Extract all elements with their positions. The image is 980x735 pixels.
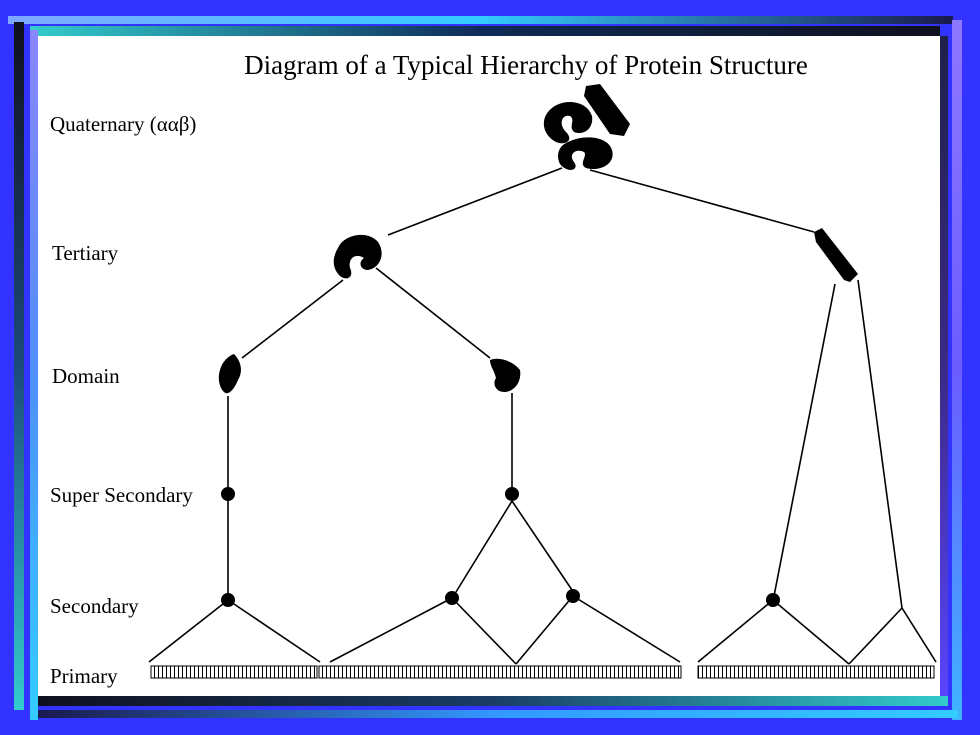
edge-secondary-primary-2b: [451, 597, 517, 665]
edge-secondary-primary-4a: [697, 599, 774, 663]
edge-tertiary-turn-right: [857, 279, 903, 609]
frame-bar-bottom-outer: [38, 710, 958, 718]
secondary-node-3: [566, 589, 580, 603]
label-primary: Primary: [50, 664, 118, 688]
frame-bar-top-inner: [30, 26, 940, 36]
label-quaternary: Quaternary (ααβ): [50, 112, 196, 136]
hierarchy-diagram: Diagram of a Typical Hierarchy of Protei…: [50, 50, 937, 688]
edge-secondary-primary-5a: [848, 607, 903, 665]
hierarchy-edges: [148, 167, 937, 665]
edge-supersecondary-secondary-mid: [455, 500, 513, 593]
edge-quaternary-tertiary-left: [387, 167, 563, 236]
label-secondary: Secondary: [50, 594, 139, 618]
frame-bar-left-outer: [14, 22, 24, 710]
frame-bar-bottom-inner: [38, 696, 948, 706]
primary-chain-1: [150, 665, 318, 679]
super-secondary-node-right: [505, 487, 519, 501]
edge-secondary-primary-1a: [148, 599, 229, 663]
frame-bar-left-inner: [30, 30, 38, 720]
primary-chain-2: [318, 665, 682, 679]
edge-supersecondary-secondary-right: [511, 500, 573, 591]
domain-structure-left-icon: [218, 354, 241, 394]
diagram-title: Diagram of a Typical Hierarchy of Protei…: [244, 50, 808, 80]
tertiary-structure-left-icon: [333, 234, 382, 279]
edge-secondary-primary-3b: [572, 595, 681, 663]
frame-bar-right-inner: [940, 36, 948, 706]
edge-tertiary-secondary-right: [773, 283, 836, 597]
edge-secondary-primary-2a: [329, 597, 453, 663]
tertiary-structure-right-icon: [814, 228, 858, 282]
frame-bar-right-outer: [952, 20, 962, 720]
edge-secondary-primary-3a: [515, 595, 574, 665]
secondary-node-4: [766, 593, 780, 607]
primary-chain-3: [697, 665, 935, 679]
diagram-panel: Diagram of a Typical Hierarchy of Protei…: [38, 36, 940, 696]
label-tertiary: Tertiary: [52, 241, 119, 265]
secondary-node-2: [445, 591, 459, 605]
edge-secondary-primary-4b: [772, 599, 850, 665]
edge-tertiary-domain-left: [241, 279, 344, 359]
domain-structure-right-icon: [490, 358, 521, 392]
label-domain: Domain: [52, 364, 120, 388]
quaternary-structure-icon: [543, 84, 630, 170]
label-super-secondary: Super Secondary: [50, 483, 193, 507]
edge-secondary-primary-1b: [227, 599, 321, 663]
primary-chains: [150, 665, 935, 679]
edge-tertiary-domain-right: [375, 267, 491, 359]
edge-quaternary-tertiary-right: [589, 169, 815, 233]
secondary-node-1: [221, 593, 235, 607]
frame-bar-top-outer: [8, 16, 953, 24]
super-secondary-node-left: [221, 487, 235, 501]
edge-secondary-primary-5b: [901, 607, 937, 663]
